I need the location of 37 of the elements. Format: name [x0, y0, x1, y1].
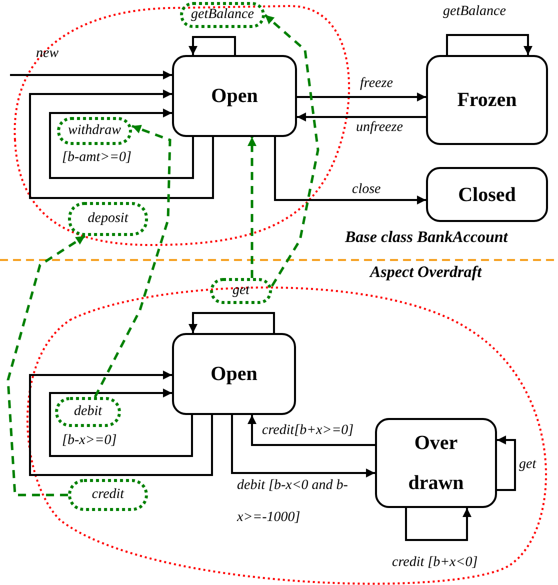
state-box: Closed: [426, 167, 548, 222]
section-caption: Base class BankAccount: [345, 229, 508, 247]
edge-label: new: [36, 46, 59, 62]
edge-label: debit [b-x<0 and b-x>=-1000]: [237, 477, 349, 527]
arrow: [248, 415, 375, 446]
edge-label: close: [352, 182, 381, 198]
arrow: [405, 508, 472, 541]
edge-label: get: [519, 457, 536, 473]
arrow: [446, 34, 532, 55]
state-box: Open: [172, 333, 296, 415]
arrow: [188, 36, 236, 55]
edge-label: unfreeze: [356, 120, 403, 136]
edge-label: freeze: [360, 76, 393, 92]
arrow: [49, 108, 194, 179]
arrow: [231, 415, 375, 478]
dashed-arrow: [94, 124, 172, 398]
arrow: [297, 92, 426, 102]
arrow: [188, 312, 275, 333]
edge-label: [b-amt>=0]: [62, 150, 132, 166]
arrow: [49, 388, 193, 457]
edge-label: getBalance: [443, 4, 506, 20]
arrow: [274, 137, 426, 204]
edge-label: credit [b+x<0]: [392, 555, 478, 571]
edge-label: credit[b+x>=0]: [262, 423, 354, 439]
arrow: [10, 70, 172, 80]
arrow: [497, 436, 516, 491]
arrow: [29, 370, 213, 476]
dashed-arrow: [6, 234, 86, 496]
state-box: Open: [172, 55, 297, 137]
arrow: [297, 112, 426, 122]
state-box: Over drawn: [375, 418, 497, 508]
dashed-arrow: [248, 137, 256, 278]
edge-label: [b-x>=0]: [62, 433, 117, 449]
dashed-arrow: [264, 14, 320, 287]
state-box: Frozen: [426, 55, 548, 145]
section-caption: Aspect Overdraft: [370, 264, 482, 282]
arrow: [29, 90, 214, 199]
